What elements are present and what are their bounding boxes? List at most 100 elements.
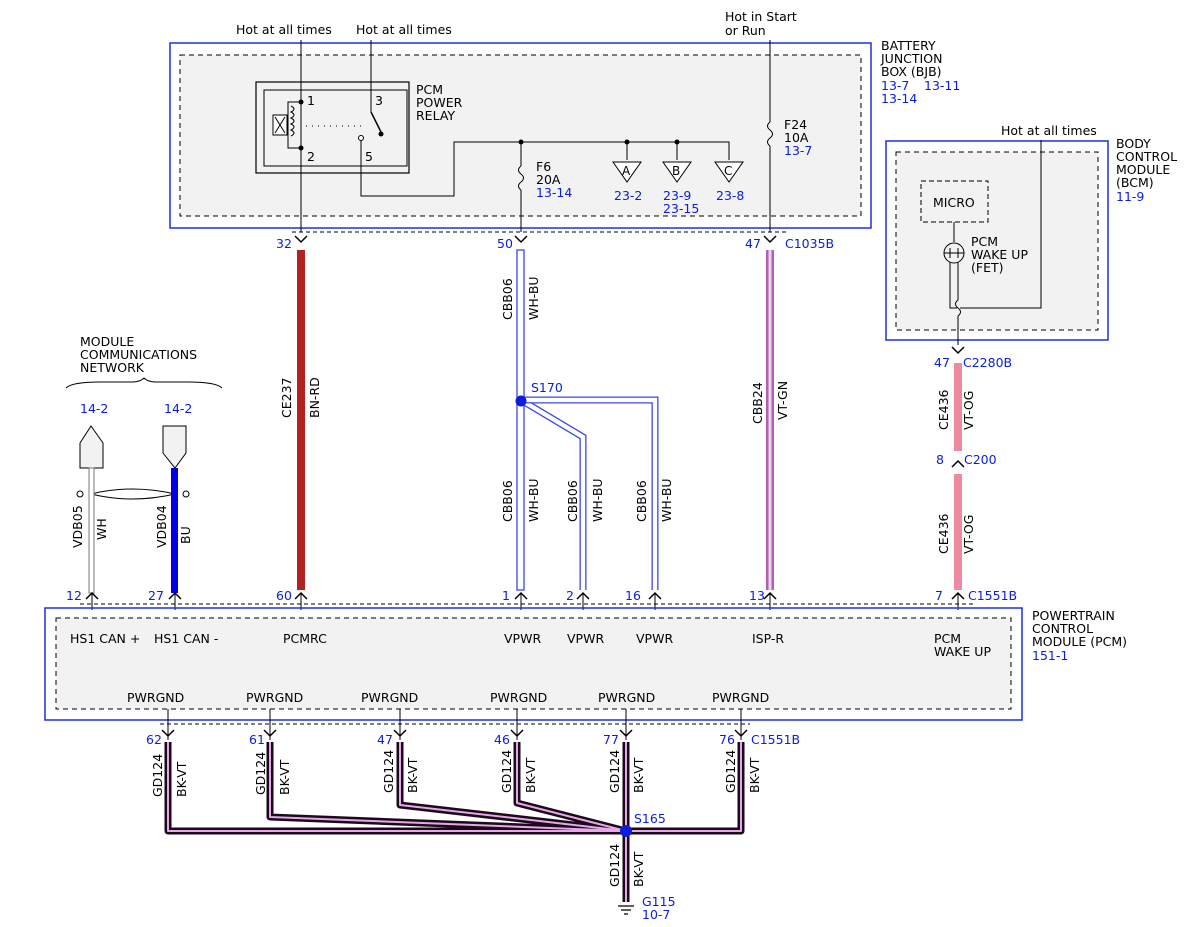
wire-ce436-lower-body	[954, 474, 962, 590]
relay-pin-3: 3	[375, 93, 383, 108]
pcm-power-relay: 1 3 2 5 PCM POWER RELAY	[255, 40, 730, 232]
pcm-pin-pwrgnd-2: PWRGND	[246, 690, 303, 705]
splice-s165-dot	[620, 825, 632, 837]
pin-arrow-icon	[951, 459, 965, 468]
source-start-line2: or Run	[725, 23, 766, 38]
fuse-f24-name: F24	[784, 117, 807, 132]
fet-icon	[944, 248, 964, 258]
pcm-pin-pwrgnd-4: PWRGND	[490, 690, 547, 705]
ground-g115: G115 10-7	[618, 894, 676, 922]
fuse-f24-rating: 10A	[784, 130, 809, 145]
connector-c1035b: C1035B	[785, 236, 834, 251]
wire-gd124-7-color: BK-VT	[631, 851, 646, 887]
pcm-pin-27: 27	[148, 588, 164, 603]
bcm-outline	[885, 140, 1109, 341]
splice-s165-label: S165	[634, 811, 666, 826]
splice-s170-dot	[515, 395, 527, 407]
bjb-name-line3: BOX (BJB)	[881, 64, 942, 79]
pcm-pin-16: 16	[625, 588, 641, 603]
offpage-connectors: A B C 23-2 23-9 23-15 23-8	[612, 139, 744, 216]
offpage-a-icon	[612, 161, 642, 183]
pcm-name-line1: POWERTRAIN	[1032, 608, 1115, 623]
pcm-pin-hs1-can-plus: HS1 CAN +	[70, 631, 140, 646]
connector-pins-bjb: 32 50 47 C1035B	[276, 235, 834, 251]
offpage-a-letter: A	[622, 164, 631, 178]
pcm-pin-wake-line1: PCM	[934, 631, 961, 646]
relay-pin-2: 2	[307, 149, 315, 164]
wire-cbb06-b-id: CBB06	[565, 480, 580, 522]
wire-vdb04: VDB04 BU	[154, 468, 193, 593]
offpage-c-icon	[714, 161, 744, 183]
wire-cbb06-branch	[521, 397, 658, 590]
bcm-ref: 11-9	[1116, 189, 1144, 204]
wire-gd124-1-id: GD124	[150, 754, 165, 797]
relay-pin-dot	[298, 99, 304, 105]
wire-cbb06-upper: CBB06 WH-BU	[500, 249, 541, 401]
pcm-pin-isp-r: ISP-R	[752, 631, 784, 646]
fuse-f6-junction	[518, 139, 524, 145]
relay-pin-1: 1	[307, 93, 315, 108]
pcm-pin-12: 12	[66, 588, 82, 603]
wire-gd124-3-id: GD124	[381, 750, 396, 793]
relay-pin-dot	[298, 145, 304, 151]
offpage-b-icon	[662, 161, 692, 183]
bjb-ref-2: 13-11	[924, 78, 960, 93]
wire-gd124-stripe	[167, 742, 742, 902]
wire-ce436-lower-color: VT-OG	[961, 515, 976, 554]
wire-vdb04-id: VDB04	[154, 505, 169, 548]
pcm-gnd-pin-47: 47	[377, 732, 393, 747]
c200-pin-8: 8	[936, 452, 944, 467]
wire-gd124-3-color: BK-VT	[405, 757, 420, 793]
network-ref-2: 14-2	[164, 401, 192, 416]
wire-ce436-upper-color: VT-OG	[961, 391, 976, 430]
relay-outline	[255, 81, 410, 174]
wire-vdb05-id: VDB05	[70, 505, 85, 548]
pin-arrow-icon	[510, 729, 524, 738]
twisted-pair-icon	[76, 490, 84, 498]
fuse-icon	[518, 165, 524, 191]
network-ref-1: 14-2	[80, 401, 108, 416]
network-title-line2: COMMUNICATIONS	[80, 347, 197, 362]
relay-name-line3: RELAY	[416, 108, 455, 123]
bjb-ref-1: 13-7	[881, 78, 909, 93]
wire-vdb04-color: BU	[178, 526, 193, 544]
fuse-f24: F24 10A 13-7	[767, 40, 812, 232]
bcm-name-line4: (BCM)	[1116, 175, 1154, 190]
relay-pin-5: 5	[365, 149, 373, 164]
wire-cbb06-upper-id: CBB06	[500, 278, 515, 320]
ground-icon	[618, 905, 634, 915]
connector-c200: C200	[964, 452, 997, 467]
wire-gd124-7-id: GD124	[607, 844, 622, 887]
offpage-c-letter: C	[724, 164, 732, 178]
pcm-gnd-pin-77: 77	[603, 732, 619, 747]
fuse-f24-ref: 13-7	[784, 143, 812, 158]
bjb-pin-47: 47	[745, 236, 761, 251]
relay-coil-icon	[274, 116, 286, 134]
pin-arrow-icon	[263, 729, 277, 738]
fet-label-line2: WAKE UP	[971, 247, 1028, 262]
wire-ce436-lower: CE436 VT-OG	[936, 474, 976, 590]
wire-vdb05: VDB05 WH	[70, 467, 109, 594]
pcm-inner	[55, 617, 1012, 710]
wire-gd124-4-color: BK-VT	[523, 757, 538, 793]
wire-ce436-upper: CE436 VT-OG	[936, 363, 976, 451]
source-start-line1: Hot in Start	[725, 9, 797, 24]
relay-coil-icon	[287, 101, 301, 149]
ground-g115-name: G115	[642, 894, 676, 909]
pcm-pin-pwrgnd-1: PWRGND	[127, 690, 184, 705]
pcm-pin-wake-line2: WAKE UP	[934, 644, 991, 659]
relay-switch-icon	[378, 131, 384, 137]
pcm-pin-pcmrc: PCMRC	[283, 631, 327, 646]
connector-c2280b: C2280B	[963, 355, 1012, 370]
wire-cbb06-lower-body	[516, 401, 525, 591]
source-hot-2: Hot at all times	[356, 22, 452, 37]
pcm-pin-pwrgnd-6: PWRGND	[712, 690, 769, 705]
pcm-pin-vpwr-2: VPWR	[567, 631, 604, 646]
relay-coil-icon	[289, 105, 295, 137]
wire-cbb24-id: CBB24	[750, 382, 765, 424]
wire-gd124-6-id: GD124	[723, 750, 738, 793]
ground-wires: S165 GD124 BK-VT GD124 BK-VT GD124 BK-VT…	[150, 742, 762, 902]
network-brace	[65, 377, 223, 389]
pcm-pin-pwrgnd-5: PWRGND	[598, 690, 655, 705]
pcm-pin-2: 2	[566, 588, 574, 603]
